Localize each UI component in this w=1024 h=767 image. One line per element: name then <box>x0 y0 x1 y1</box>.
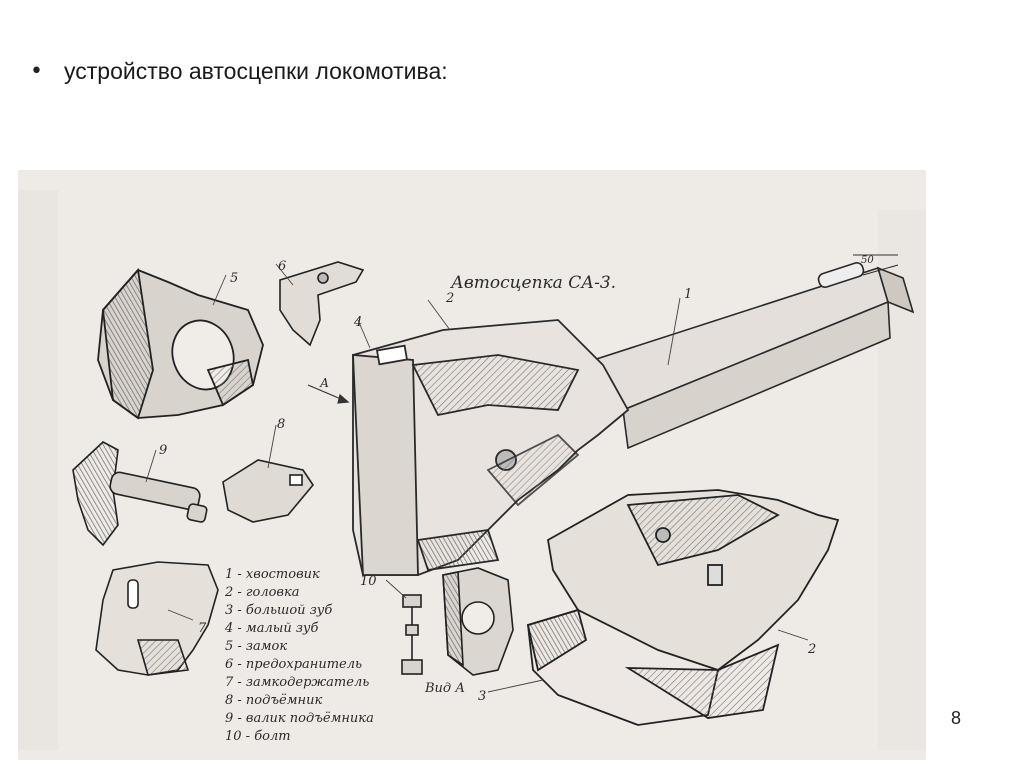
legend-item: 3 - большой зуб <box>225 603 332 618</box>
part-lock <box>97 267 264 420</box>
coupler-drawing: Автосцепка СА-3. 50 А Вид А 1 2 2 3 4 5 … <box>18 170 926 760</box>
part-head <box>352 319 630 576</box>
part-number-2-knuckle: 2 <box>807 642 816 657</box>
legend-item: 1 - хвостовик <box>225 567 320 582</box>
arrow-label: А <box>319 376 329 390</box>
part-number-7: 7 <box>198 621 207 636</box>
part-number-5: 5 <box>230 271 238 286</box>
arrow-a <box>307 384 350 404</box>
slide-heading: устройство автосцепки локомотива: <box>64 58 448 84</box>
part-lifter <box>222 459 314 523</box>
part-number-6: 6 <box>278 259 286 274</box>
dimension-label: 50 <box>861 255 874 266</box>
bullet-item: • устройство автосцепки локомотива: <box>30 58 448 85</box>
part-number-10: 10 <box>360 574 377 589</box>
part-lock-holder <box>95 561 219 676</box>
part-view-a <box>442 567 514 676</box>
part-number-3: 3 <box>478 689 486 704</box>
part-bolt <box>401 594 423 675</box>
part-safety <box>279 261 365 347</box>
figure-title: Автосцепка СА-3. <box>450 273 616 293</box>
part-number-8: 8 <box>277 417 285 432</box>
part-number-4: 4 <box>353 315 362 330</box>
legend-item: 6 - предохранитель <box>225 657 362 672</box>
part-number-9: 9 <box>159 443 167 458</box>
view-label: Вид А <box>424 681 465 696</box>
page-number: 8 <box>951 708 962 728</box>
legend-item: 9 - валик подъёмника <box>225 711 374 726</box>
legend-item: 4 - малый зуб <box>224 621 318 636</box>
drawing-labels: Автосцепка СА-3. 50 А Вид А 1 2 2 3 4 5 … <box>159 255 874 744</box>
legend-item: 5 - замок <box>225 639 287 654</box>
legend-item: 2 - головка <box>224 585 300 600</box>
legend-item: 8 - подъёмник <box>225 693 322 708</box>
part-knuckle <box>526 489 840 726</box>
part-lifter-shaft <box>72 441 208 547</box>
part-number-1: 1 <box>684 287 692 302</box>
coupler-drawing-svg <box>18 170 926 760</box>
part-number-2-head: 2 <box>445 291 454 306</box>
legend: 1 - хвостовик 2 - головка 3 - большой зу… <box>224 567 374 744</box>
legend-item: 7 - замкодержатель <box>225 675 369 690</box>
part-tail <box>576 261 915 450</box>
bullet-marker: • <box>30 59 43 84</box>
legend-item: 10 - болт <box>225 729 291 744</box>
